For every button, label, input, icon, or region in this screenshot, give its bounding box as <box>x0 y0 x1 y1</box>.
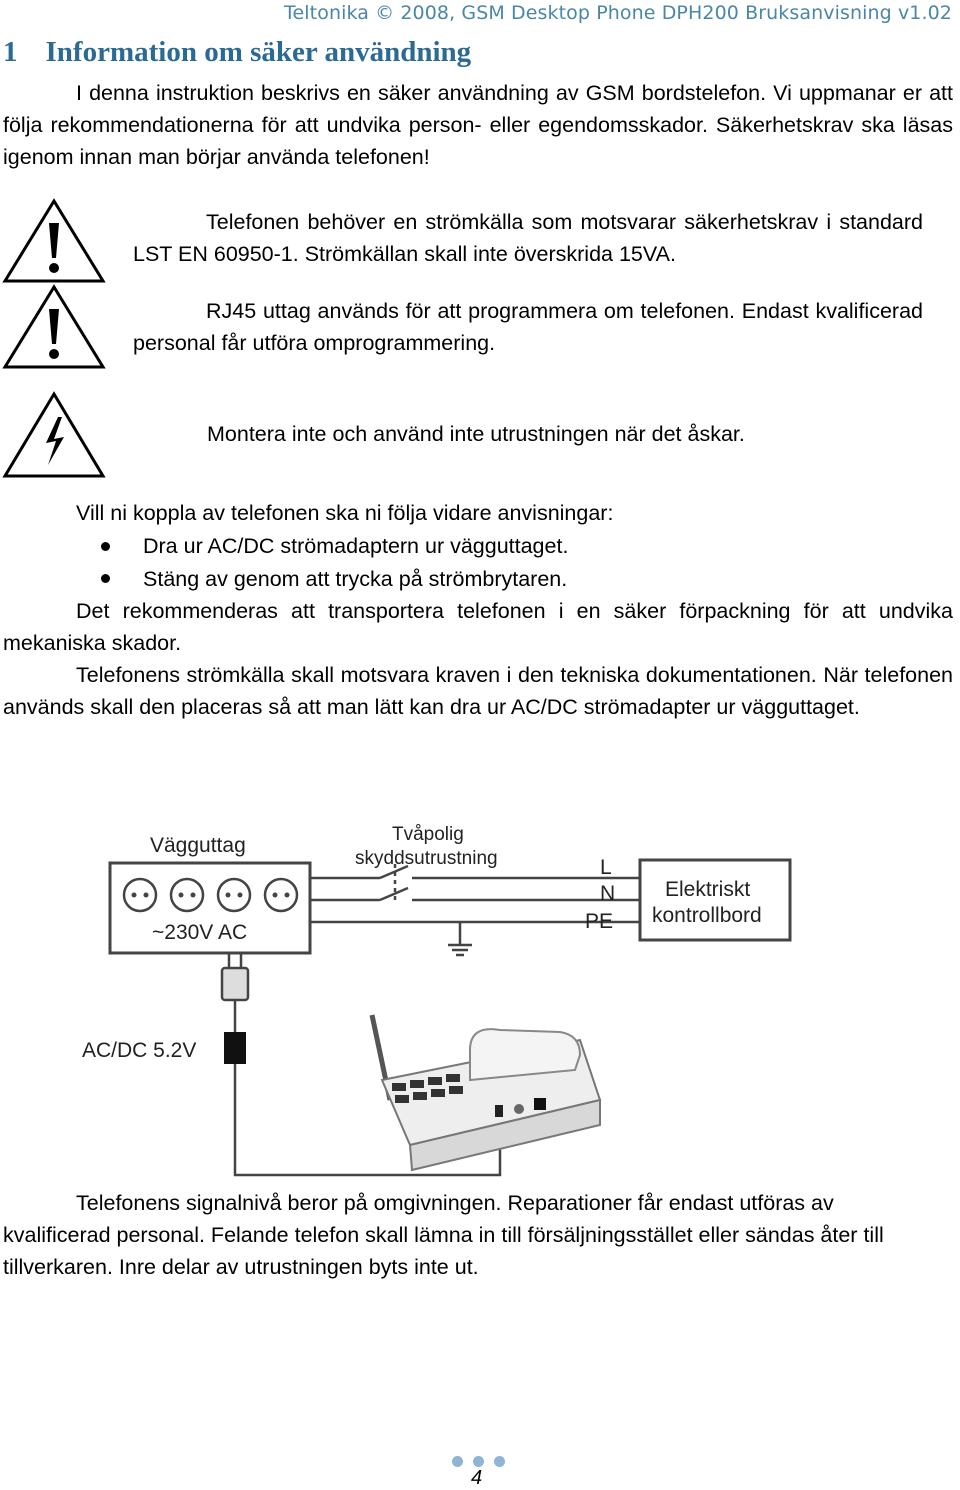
panel-label-2: kontrollbord <box>652 904 762 927</box>
line-label-N: N <box>600 882 615 905</box>
control-panel-box <box>638 858 792 942</box>
breaker-label-1: Tvåpolig <box>392 824 464 845</box>
adapter-label: AC/DC 5.2V <box>82 1039 196 1062</box>
section-title-text: Information om säker användning <box>45 36 472 68</box>
breaker-label-2: skyddsutrustning <box>355 848 498 869</box>
page-header: Teltonika © 2008, GSM Desktop Phone DPH2… <box>284 2 952 24</box>
line-label-L: L <box>600 856 612 879</box>
intro-paragraph: I denna instruktion beskrivs en säker an… <box>3 81 953 169</box>
bullet-item-2: Stäng av genom att trycka på strömbrytar… <box>143 567 568 591</box>
adapter-box <box>224 1032 246 1064</box>
exclamation-warning-icon <box>2 198 106 283</box>
warning-text-1: Telefonen behöver en strömkälla som mots… <box>133 210 923 266</box>
voltage-label: ~230V AC <box>152 921 247 944</box>
page-number: 4 <box>471 1467 483 1489</box>
section-number: 1 <box>3 36 18 68</box>
wall-outlet-label: Vägguttag <box>150 834 246 857</box>
warning-text-3: Montera inte och använd inte utrustninge… <box>207 422 745 446</box>
wall-outlet-box <box>108 861 312 955</box>
outlet-sockets <box>122 877 299 913</box>
bullet-dot <box>101 542 110 551</box>
lightning-warning-icon <box>2 391 106 478</box>
exclamation-warning-icon <box>2 284 106 369</box>
page-dots-decoration <box>447 1454 510 1472</box>
connection-diagram: Vägguttag ~230V AC Tvåpolig skyddsutrust… <box>82 824 792 1177</box>
transport-paragraph: Det rekommenderas att transportera telef… <box>3 599 953 655</box>
section-title: 1 Information om säker användning <box>3 36 471 69</box>
bullet-dot <box>101 574 110 583</box>
power-paragraph: Telefonens strömkälla skall motsvara kra… <box>3 663 953 719</box>
power-plug <box>220 953 250 1032</box>
desktop-phone-image <box>369 1014 602 1172</box>
bullet-item-1: Dra ur AC/DC strömadaptern ur vägguttage… <box>143 534 569 558</box>
panel-label-1: Elektriskt <box>665 878 750 901</box>
signal-paragraph: Telefonens signalnivå beror på omgivning… <box>3 1191 884 1279</box>
warning-text-2: RJ45 uttag används för att programmera o… <box>133 299 923 355</box>
line-label-PE: PE <box>585 910 613 933</box>
disconnect-intro: Vill ni koppla av telefonen ska ni följa… <box>76 501 614 525</box>
